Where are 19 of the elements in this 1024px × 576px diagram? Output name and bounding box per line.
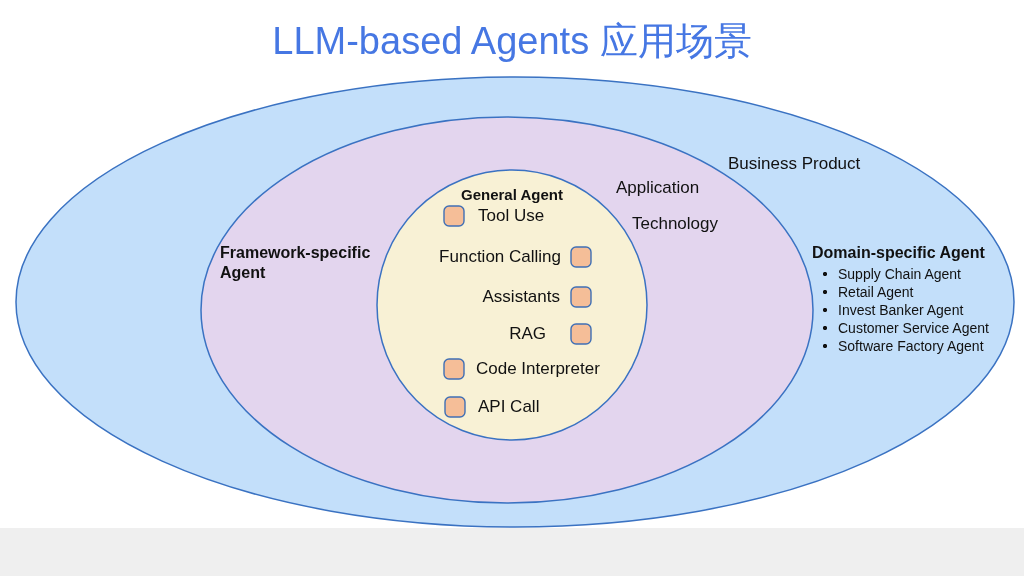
capability-label: RAG (509, 324, 546, 344)
list-item: Invest Banker Agent (822, 301, 964, 319)
capability-label: Assistants (482, 287, 560, 307)
list-item: Customer Service Agent (822, 319, 989, 337)
layer-label: Technology (632, 214, 718, 234)
group-heading: General Agent (461, 185, 563, 205)
capability-label: Tool Use (478, 206, 545, 226)
layer-label: Business Product (728, 154, 861, 174)
capability-label: API Call (478, 397, 540, 417)
group-heading: Framework-specific Agent (220, 243, 372, 283)
list-item: Retail Agent (822, 283, 914, 301)
list-item: Software Factory Agent (822, 337, 984, 355)
capability-label: Code Interpreter (476, 359, 600, 379)
layer-label: Application (616, 178, 700, 198)
capability-label: Function Calling (439, 247, 561, 267)
outer-ellipse (15, 76, 1015, 528)
title: LLM-based Agents 应用场景 (272, 19, 752, 64)
list-item: Supply Chain Agent (822, 265, 961, 283)
group-heading: Domain-specific Agent (812, 243, 985, 263)
